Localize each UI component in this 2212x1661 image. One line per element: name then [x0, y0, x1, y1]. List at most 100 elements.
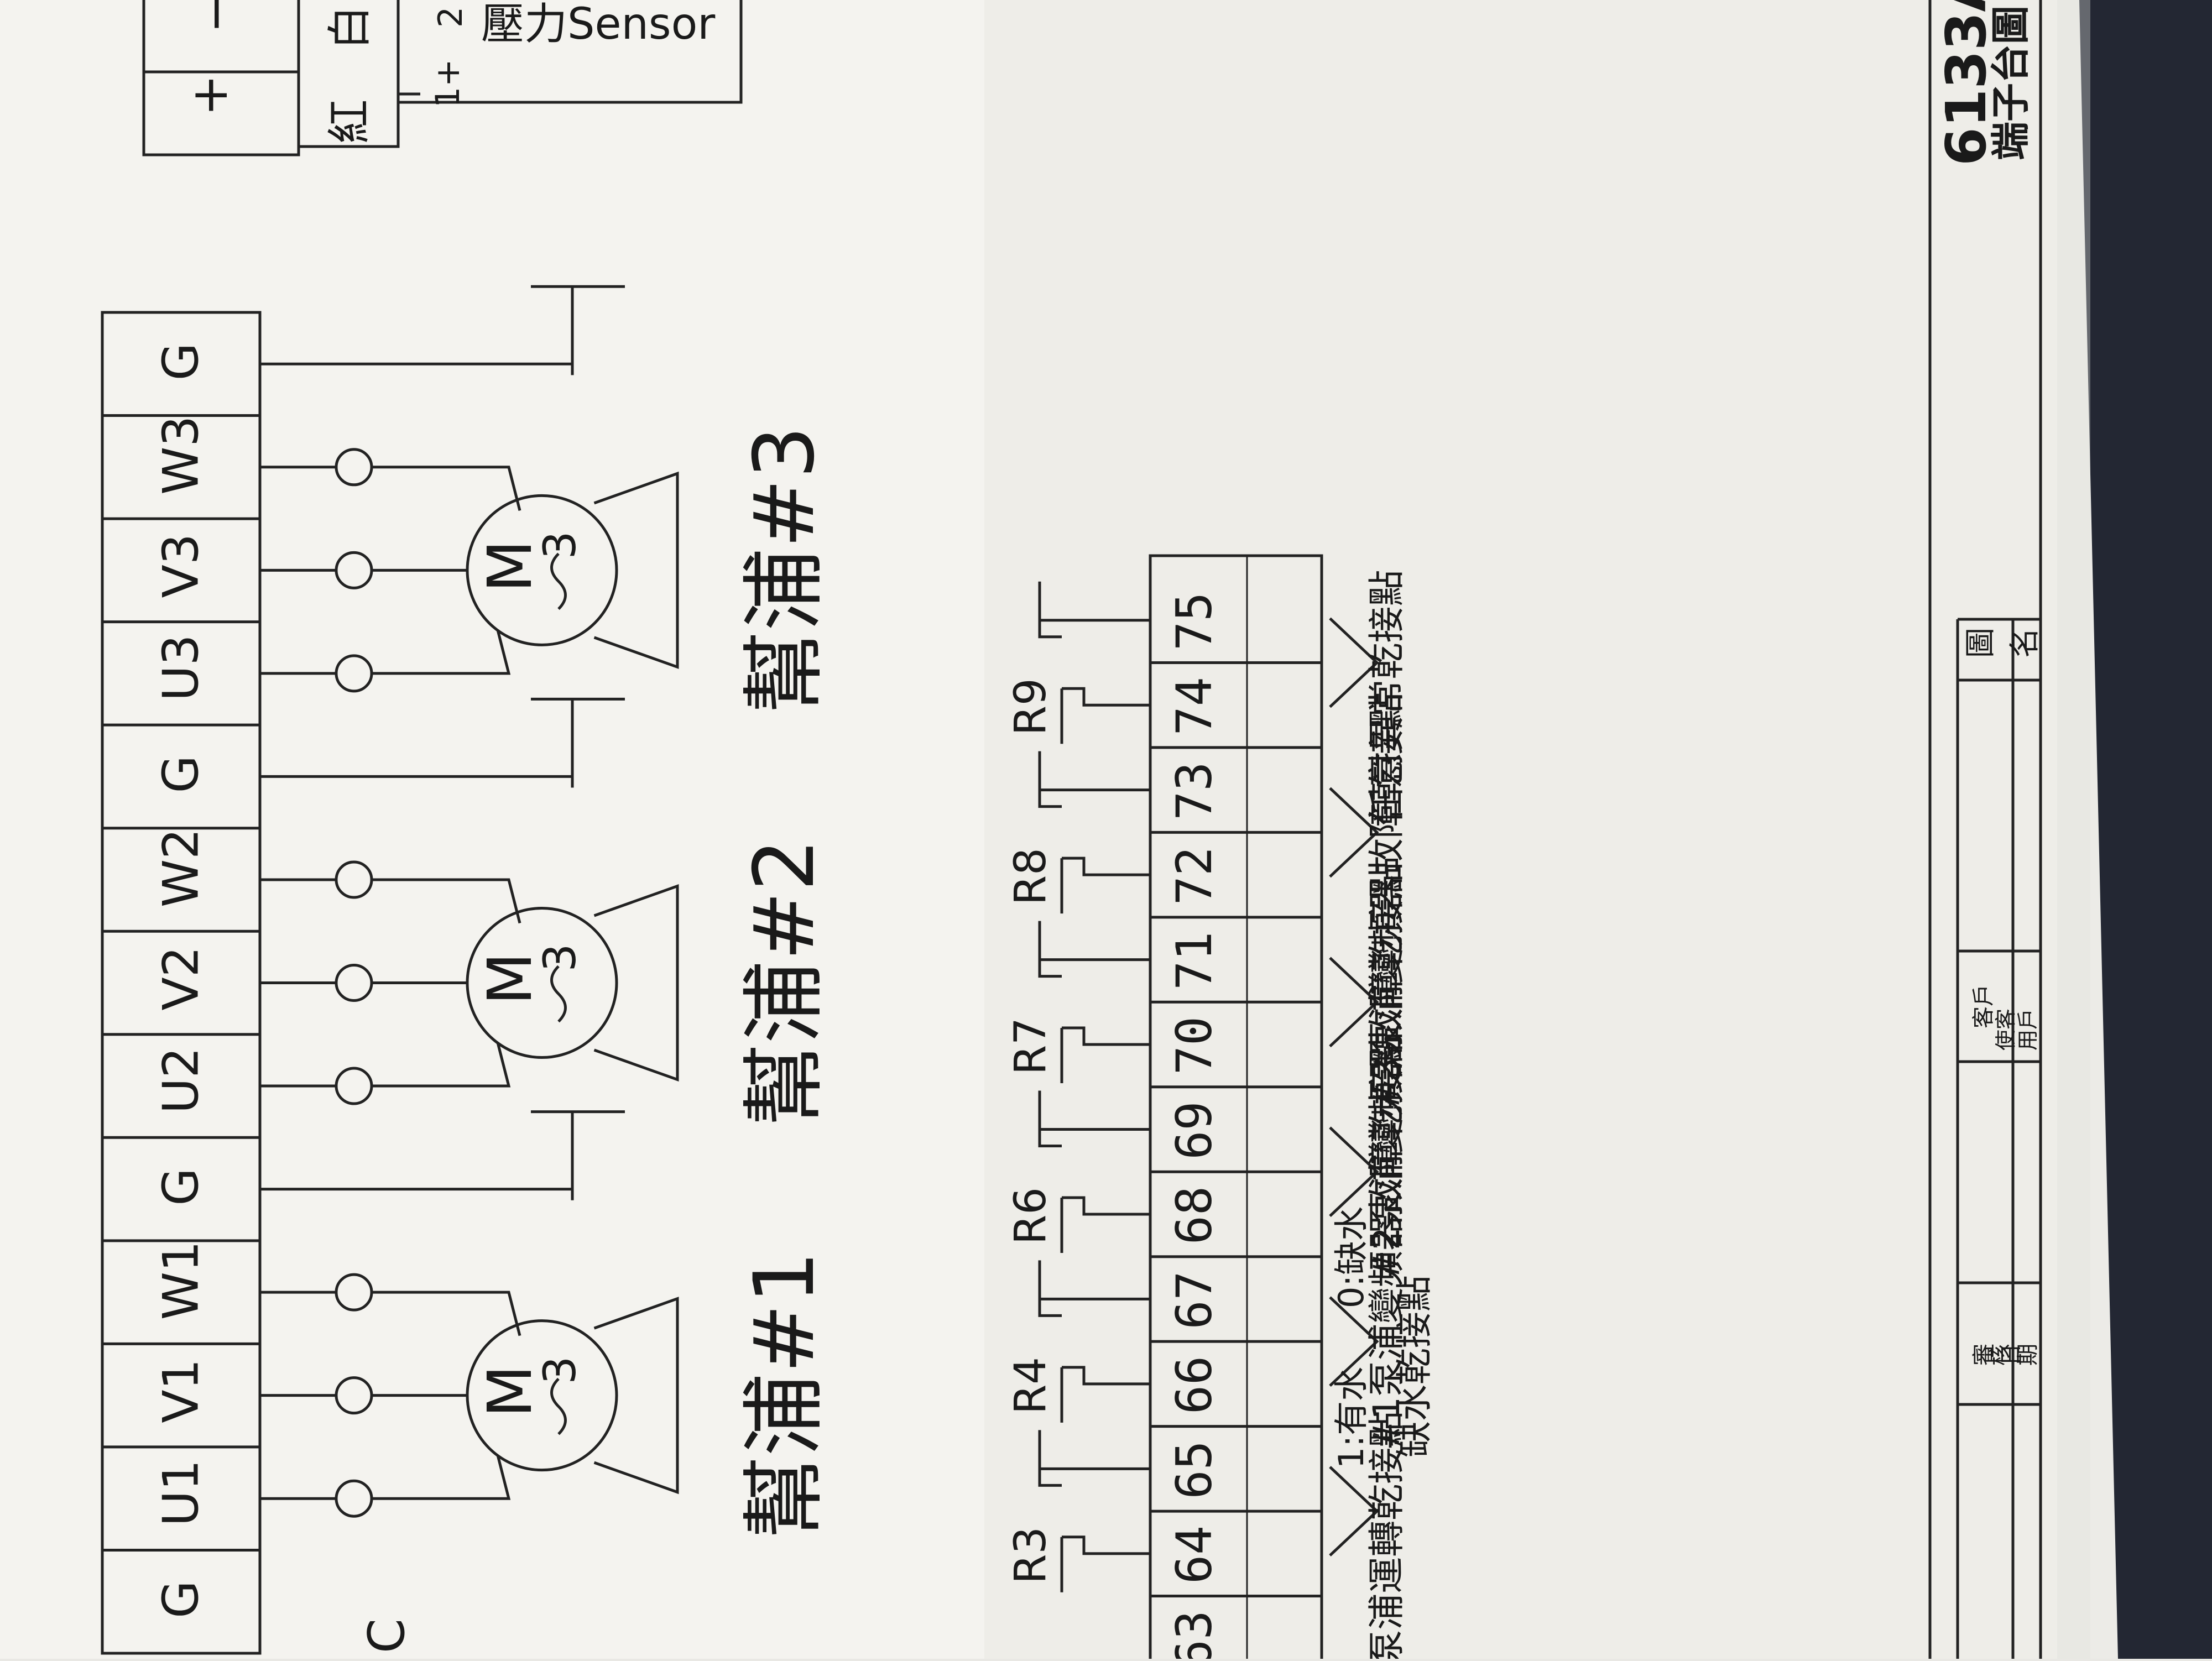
- pump-body-outline: [593, 471, 679, 669]
- motor-symbol: M: [474, 540, 545, 592]
- motor-terminal-label: G: [153, 1168, 210, 1205]
- motor-terminal-label: W3: [153, 416, 210, 495]
- contact-terminal-label: 72: [1166, 847, 1223, 905]
- relay-name: R4: [1006, 1357, 1056, 1414]
- motor-terminal-label: W1: [153, 1241, 210, 1320]
- pump-caption: 幫浦#3: [737, 426, 833, 714]
- edge-fragment: C: [358, 1618, 416, 1653]
- motor-lead: [372, 1042, 511, 1088]
- contact-terminal-label: 69: [1166, 1101, 1223, 1160]
- motor-terminal-label: V1: [153, 1359, 210, 1423]
- motor-symbol: M: [474, 953, 545, 1005]
- relay-wire: [1062, 1026, 1150, 1046]
- title-user-label-2: 用戶: [2016, 1009, 2040, 1051]
- relay-description: #3泵浦變頻器故障乾接點: [1365, 692, 1408, 1111]
- relay-wire: [1062, 1535, 1150, 1555]
- motor-lead: [372, 629, 511, 675]
- relay-name: R6: [1006, 1187, 1056, 1245]
- relay-wire: [1062, 856, 1150, 876]
- contact-terminal-strip: 63 64 65 66 67 68 69 70 71 72 73 74 75: [1149, 554, 1323, 1661]
- pointer-arrow-icon: [1329, 1126, 1379, 1218]
- relay-wire: [1062, 687, 1150, 707]
- motor-phase: 3: [534, 1356, 586, 1385]
- pointer-arrow-icon: [1329, 1466, 1379, 1556]
- relay-name: R8: [1006, 848, 1056, 905]
- pump-caption: 幫浦#2: [737, 838, 833, 1126]
- sensor-pin2-label: 2: [431, 7, 470, 28]
- motor-phase: 3: [534, 944, 586, 972]
- contact-terminal-label: 71: [1166, 932, 1223, 990]
- sensor-name-label: 壓力Sensor: [481, 0, 716, 49]
- sensor-plus-label: +: [181, 75, 239, 116]
- contact-terminal-label: 74: [1166, 677, 1223, 735]
- motor-terminal-label: U1: [153, 1460, 210, 1526]
- motor-terminal-label: V3: [153, 534, 210, 598]
- contact-terminal-label: 73: [1166, 762, 1223, 821]
- pointer-arrow-icon: [1329, 957, 1379, 1048]
- motor-circle: [466, 907, 618, 1059]
- sensor-minus-label: −: [186, 0, 244, 33]
- contact-terminal-label: 63: [1166, 1610, 1223, 1659]
- title-block: [1928, 0, 2042, 1659]
- motor-terminal-label: U3: [153, 634, 210, 701]
- title-customer-label: 客戶: [1971, 984, 1996, 1028]
- ac-wave-icon: [550, 552, 567, 610]
- motor-phase: 3: [534, 531, 586, 559]
- motor-symbol: M: [474, 1365, 545, 1418]
- contact-terminal-label: 64: [1166, 1526, 1223, 1584]
- sensor-white-wire-label: 白: [324, 6, 375, 50]
- contact-strip-frame: [1149, 554, 1323, 1661]
- contact-terminal-label: 67: [1166, 1271, 1223, 1329]
- title-review-label-1: 審: [1971, 1344, 1996, 1366]
- sensor-pin1-label: 1+: [429, 59, 467, 108]
- pointer-arrow-icon: [1329, 1296, 1379, 1387]
- motor-lead: [372, 1455, 511, 1500]
- motor-terminal-label: W2: [153, 828, 210, 907]
- pump-body-outline: [593, 884, 679, 1082]
- relay-name: R9: [1006, 678, 1056, 735]
- table-surface: [2079, 0, 2212, 1659]
- relay-name: R3: [1006, 1527, 1056, 1584]
- relay-wire: [1062, 1196, 1150, 1216]
- relay-extra-line: 0:缺水: [1331, 1206, 1371, 1308]
- relay-description: 任意異常乾接點: [1365, 570, 1408, 825]
- title-name-label-2: 名: [2007, 628, 2042, 658]
- relay-description: #3泵浦運轉乾接點: [1365, 1411, 1408, 1659]
- sensor-red-wire-label: 紅: [324, 100, 375, 144]
- contact-terminal-label: 68: [1166, 1186, 1223, 1245]
- motor-terminal-label: U2: [153, 1047, 210, 1114]
- title-date-label-1: 日: [1999, 1344, 2024, 1366]
- relay-description: #2泵浦變頻器故障乾接點: [1365, 862, 1408, 1281]
- motor-terminal-label: G: [153, 343, 210, 380]
- motor-circle: [466, 494, 618, 646]
- relay-extra-line: 1:有水: [1331, 1367, 1371, 1469]
- motor-terminal-label: V2: [153, 946, 210, 1010]
- pointer-arrow-icon: [1329, 787, 1379, 878]
- motor-terminal-label: G: [153, 1581, 210, 1618]
- relay-wire: [1062, 1366, 1150, 1386]
- pump-body-outline: [593, 1297, 679, 1495]
- motor-lead: [372, 1291, 521, 1336]
- contact-terminal-label: 75: [1166, 592, 1223, 651]
- contact-terminal-label: 66: [1166, 1356, 1223, 1414]
- title-user-label-1: 使客: [1994, 1009, 2018, 1051]
- motor-circle: [466, 1319, 618, 1472]
- relay-description: #1泵浦變頻器故障乾接點: [1365, 1032, 1408, 1450]
- paper-shadow: [984, 0, 2090, 1659]
- ac-wave-icon: [550, 1377, 567, 1435]
- drawing-title: 端子台圖: [1988, 6, 2033, 160]
- title-date-label-2: 期: [2015, 1344, 2041, 1366]
- relay-name: R7: [1006, 1017, 1056, 1075]
- title-review-label-2: 核: [1987, 1344, 2013, 1366]
- drawing-number: 6133A: [1934, 0, 1999, 166]
- contact-terminal-label: 65: [1166, 1440, 1223, 1499]
- ac-wave-icon: [550, 965, 567, 1023]
- motor-lead: [372, 466, 521, 511]
- sensor-block: [142, 0, 743, 156]
- contact-terminal-label: 70: [1166, 1016, 1223, 1075]
